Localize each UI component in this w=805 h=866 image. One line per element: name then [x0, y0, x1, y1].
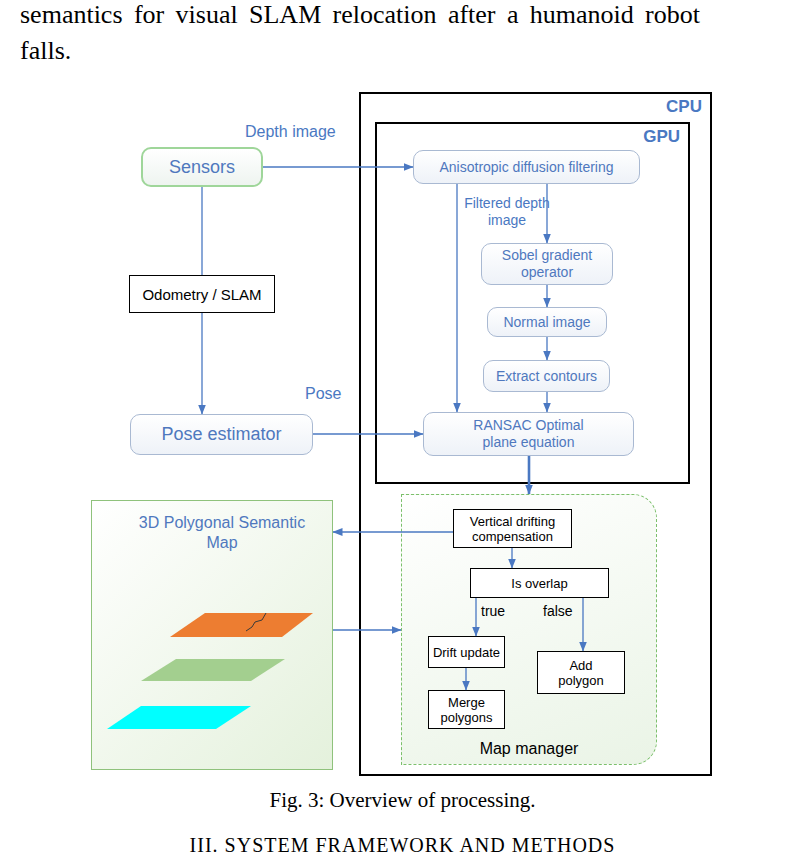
map-manager-group: Map manager Vertical drifting compensatio…	[401, 494, 657, 765]
node-label: Merge polygons	[429, 695, 504, 725]
gpu-region: GPU Anisotropic diffusion filteringSobel …	[375, 122, 690, 484]
cpu-region: CPU GPU Anisotropic diffusion filteringSob…	[359, 92, 712, 776]
flow-arrow	[546, 285, 547, 307]
node-label: CPU	[666, 97, 702, 117]
flow-arrow	[546, 337, 547, 360]
flow-arrow	[546, 184, 547, 243]
flow-arrow	[333, 629, 401, 630]
map-panel: 3D Polygonal Semantic Map	[91, 500, 333, 770]
edge-label: Filtered depth image	[463, 195, 551, 229]
node-label: Add polygon	[557, 658, 605, 688]
flow-arrow	[313, 433, 423, 434]
node-label: Normal image	[503, 314, 590, 331]
process-box: Pose estimator	[130, 414, 313, 455]
node-label: RANSAC Optimal plane equation	[464, 417, 593, 451]
process-box: Odometry / SLAM	[129, 275, 275, 313]
edge-label: Depth image	[245, 123, 336, 141]
node-label: Extract contours	[496, 368, 597, 385]
process-box: Anisotropic diffusion filtering	[413, 150, 640, 184]
node-label: Vertical drifting compensation	[458, 514, 567, 544]
node-label: Anisotropic diffusion filtering	[439, 159, 613, 176]
node-label: Sensors	[169, 157, 235, 178]
sensor-box: Sensors	[141, 147, 263, 187]
section-heading: III. SYSTEM FRAMEWORK AND METHODS	[0, 834, 805, 857]
node-label: Pose estimator	[161, 424, 281, 445]
edge-label: true	[481, 603, 505, 619]
figure-caption: Fig. 3: Overview of processing.	[0, 788, 805, 813]
process-box: Normal image	[487, 307, 607, 337]
flow-arrow	[456, 184, 457, 412]
process-box: Drift update	[428, 636, 505, 668]
flow-arrow	[546, 392, 547, 412]
process-box: RANSAC Optimal plane equation	[423, 412, 634, 456]
node-label: Sobel gradient operator	[488, 247, 606, 281]
edge-label: Pose	[305, 385, 341, 403]
node-label: Map manager	[402, 740, 656, 758]
decision-box: Is overlap	[470, 568, 609, 598]
node-label: Odometry / SLAM	[142, 286, 261, 303]
node-label: GPU	[643, 127, 680, 147]
process-box: Extract contours	[483, 360, 610, 392]
flow-arrow	[528, 456, 531, 494]
node-label: Is overlap	[511, 576, 567, 591]
flow-arrow	[201, 187, 202, 275]
paper-body-text: semantics for visual SLAM relocation aft…	[20, 0, 700, 69]
node-label: Drift update	[433, 645, 500, 660]
node-label: 3D Polygonal Semantic Map	[132, 513, 312, 553]
process-box: Vertical drifting compensation	[453, 509, 572, 548]
process-box: Sobel gradient operator	[481, 243, 613, 285]
process-box: Merge polygons	[428, 690, 505, 729]
edge-label: false	[543, 603, 573, 619]
flow-arrow	[201, 313, 202, 414]
flow-arrow	[263, 166, 413, 167]
process-box: Add polygon	[537, 651, 625, 694]
